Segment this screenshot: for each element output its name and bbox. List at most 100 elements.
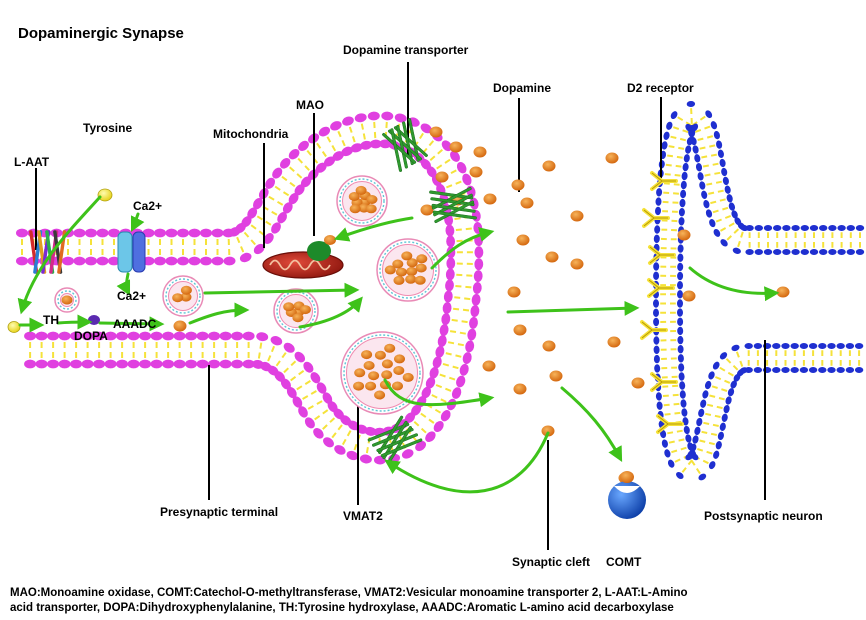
post-membrane-head xyxy=(827,367,835,373)
pre-membrane-head xyxy=(442,302,452,315)
pre-membrane-head xyxy=(269,334,283,347)
vesicle-dopamine xyxy=(415,276,426,285)
pre-membrane-head xyxy=(189,229,201,238)
pre-membrane-head xyxy=(139,360,151,369)
post-membrane-head xyxy=(702,199,710,209)
post-membrane-head xyxy=(663,131,671,141)
pre-membrane-head xyxy=(445,224,455,237)
mao-bound-dopamine xyxy=(324,235,336,245)
post-membrane-head xyxy=(800,367,808,373)
pre-membrane-head xyxy=(16,257,28,266)
post-membrane-head xyxy=(687,101,696,107)
post-membrane-head xyxy=(781,367,789,373)
post-membrane-head xyxy=(809,367,817,373)
post-membrane-head xyxy=(720,167,727,176)
post-membrane-head xyxy=(699,399,707,409)
post-membrane-head xyxy=(782,225,790,231)
post-membrane-head xyxy=(782,249,790,255)
pre-membrane-head xyxy=(212,257,224,266)
mitochondria xyxy=(263,252,343,278)
pre-membrane-head xyxy=(443,290,453,303)
pre-membrane-head xyxy=(256,331,269,341)
post-membrane-head xyxy=(677,263,683,271)
post-membrane-head xyxy=(663,449,671,459)
tyrosine-intracellular xyxy=(8,322,20,333)
post-membrane-head xyxy=(669,110,678,120)
post-membrane-head xyxy=(654,355,660,364)
pre-membrane-head xyxy=(177,257,189,266)
post-membrane-head xyxy=(772,367,780,373)
label-synaptic-cleft: Synaptic cleft xyxy=(512,555,590,569)
vesicle-dopamine xyxy=(368,371,379,380)
post-membrane-head xyxy=(721,413,729,422)
pre-membrane-head xyxy=(70,360,82,369)
pre-membrane-head xyxy=(381,111,394,121)
post-membrane-head xyxy=(679,390,686,399)
post-membrane-head xyxy=(712,450,720,460)
post-membrane-head xyxy=(855,367,863,373)
post-membrane-head xyxy=(677,253,683,262)
post-membrane-head xyxy=(710,120,718,130)
label-tyrosine: Tyrosine xyxy=(83,121,132,135)
pre-membrane-head xyxy=(47,360,59,369)
post-membrane-head xyxy=(696,417,704,426)
vesicle-dopamine xyxy=(381,370,392,379)
dopamine-molecule xyxy=(508,287,521,298)
pre-membrane-head xyxy=(455,374,467,388)
dopamine-molecule xyxy=(543,161,556,172)
post-membrane-head xyxy=(837,249,845,255)
vesicle-dopamine xyxy=(62,296,73,305)
pre-membrane-head xyxy=(450,386,463,400)
pre-membrane-head xyxy=(473,222,483,235)
d2-receptor xyxy=(650,247,674,263)
pre-membrane-head xyxy=(439,408,453,423)
vesicle-dopamine xyxy=(384,344,395,353)
flow-arrow xyxy=(388,433,548,492)
pre-membrane-head xyxy=(208,332,220,341)
pre-membrane-head xyxy=(282,341,297,355)
vesicle-upper xyxy=(337,176,387,226)
pre-membrane-head xyxy=(24,332,36,341)
pre-membrane-head xyxy=(85,257,97,266)
vesicle-dopamine xyxy=(392,382,403,391)
pre-membrane-head xyxy=(212,229,224,238)
label-l-aat: L-AAT xyxy=(14,155,50,169)
pre-membrane-head xyxy=(36,360,48,369)
post-membrane-head xyxy=(708,460,717,470)
post-membrane-head xyxy=(654,225,660,234)
pre-membrane-head xyxy=(354,112,367,123)
vesicle-dopamine xyxy=(375,351,386,360)
pre-membrane-head xyxy=(16,229,28,238)
pre-membrane-head xyxy=(474,246,483,258)
post-membrane-head xyxy=(791,367,799,373)
pre-membrane-head xyxy=(97,229,109,238)
post-membrane-head xyxy=(679,199,686,208)
pre-membrane-head xyxy=(105,360,117,369)
pre-membrane-head xyxy=(446,268,456,281)
post-membrane-head xyxy=(678,354,684,363)
vesicle-dopamine xyxy=(405,275,416,284)
post-membrane-head xyxy=(677,281,683,289)
label-aaadc: AAADC xyxy=(113,317,157,331)
pre-membrane-head xyxy=(223,256,235,265)
post-membrane-head xyxy=(837,225,845,231)
pre-membrane-head xyxy=(359,454,372,465)
pre-membrane-head xyxy=(162,332,174,341)
vesicle-dopamine xyxy=(366,204,377,213)
label-dopamine: Dopamine xyxy=(493,81,551,95)
pre-membrane-head xyxy=(47,332,59,341)
post-membrane-head xyxy=(677,318,683,326)
pre-membrane-head xyxy=(329,119,344,132)
post-membrane-head xyxy=(665,121,673,131)
pre-membrane-head xyxy=(243,360,255,369)
vesicle-dopamine xyxy=(283,302,294,311)
post-membrane-head xyxy=(653,318,659,326)
pre-membrane-head xyxy=(62,257,74,266)
post-membrane-head xyxy=(678,363,684,372)
post-membrane-head xyxy=(700,190,708,199)
vesicle-dopamine xyxy=(394,354,405,363)
pre-membrane-head xyxy=(174,360,186,369)
diagram-title: Dopaminergic Synapse xyxy=(18,25,184,42)
pre-membrane-head xyxy=(472,282,482,295)
post-membrane-head xyxy=(653,272,659,280)
